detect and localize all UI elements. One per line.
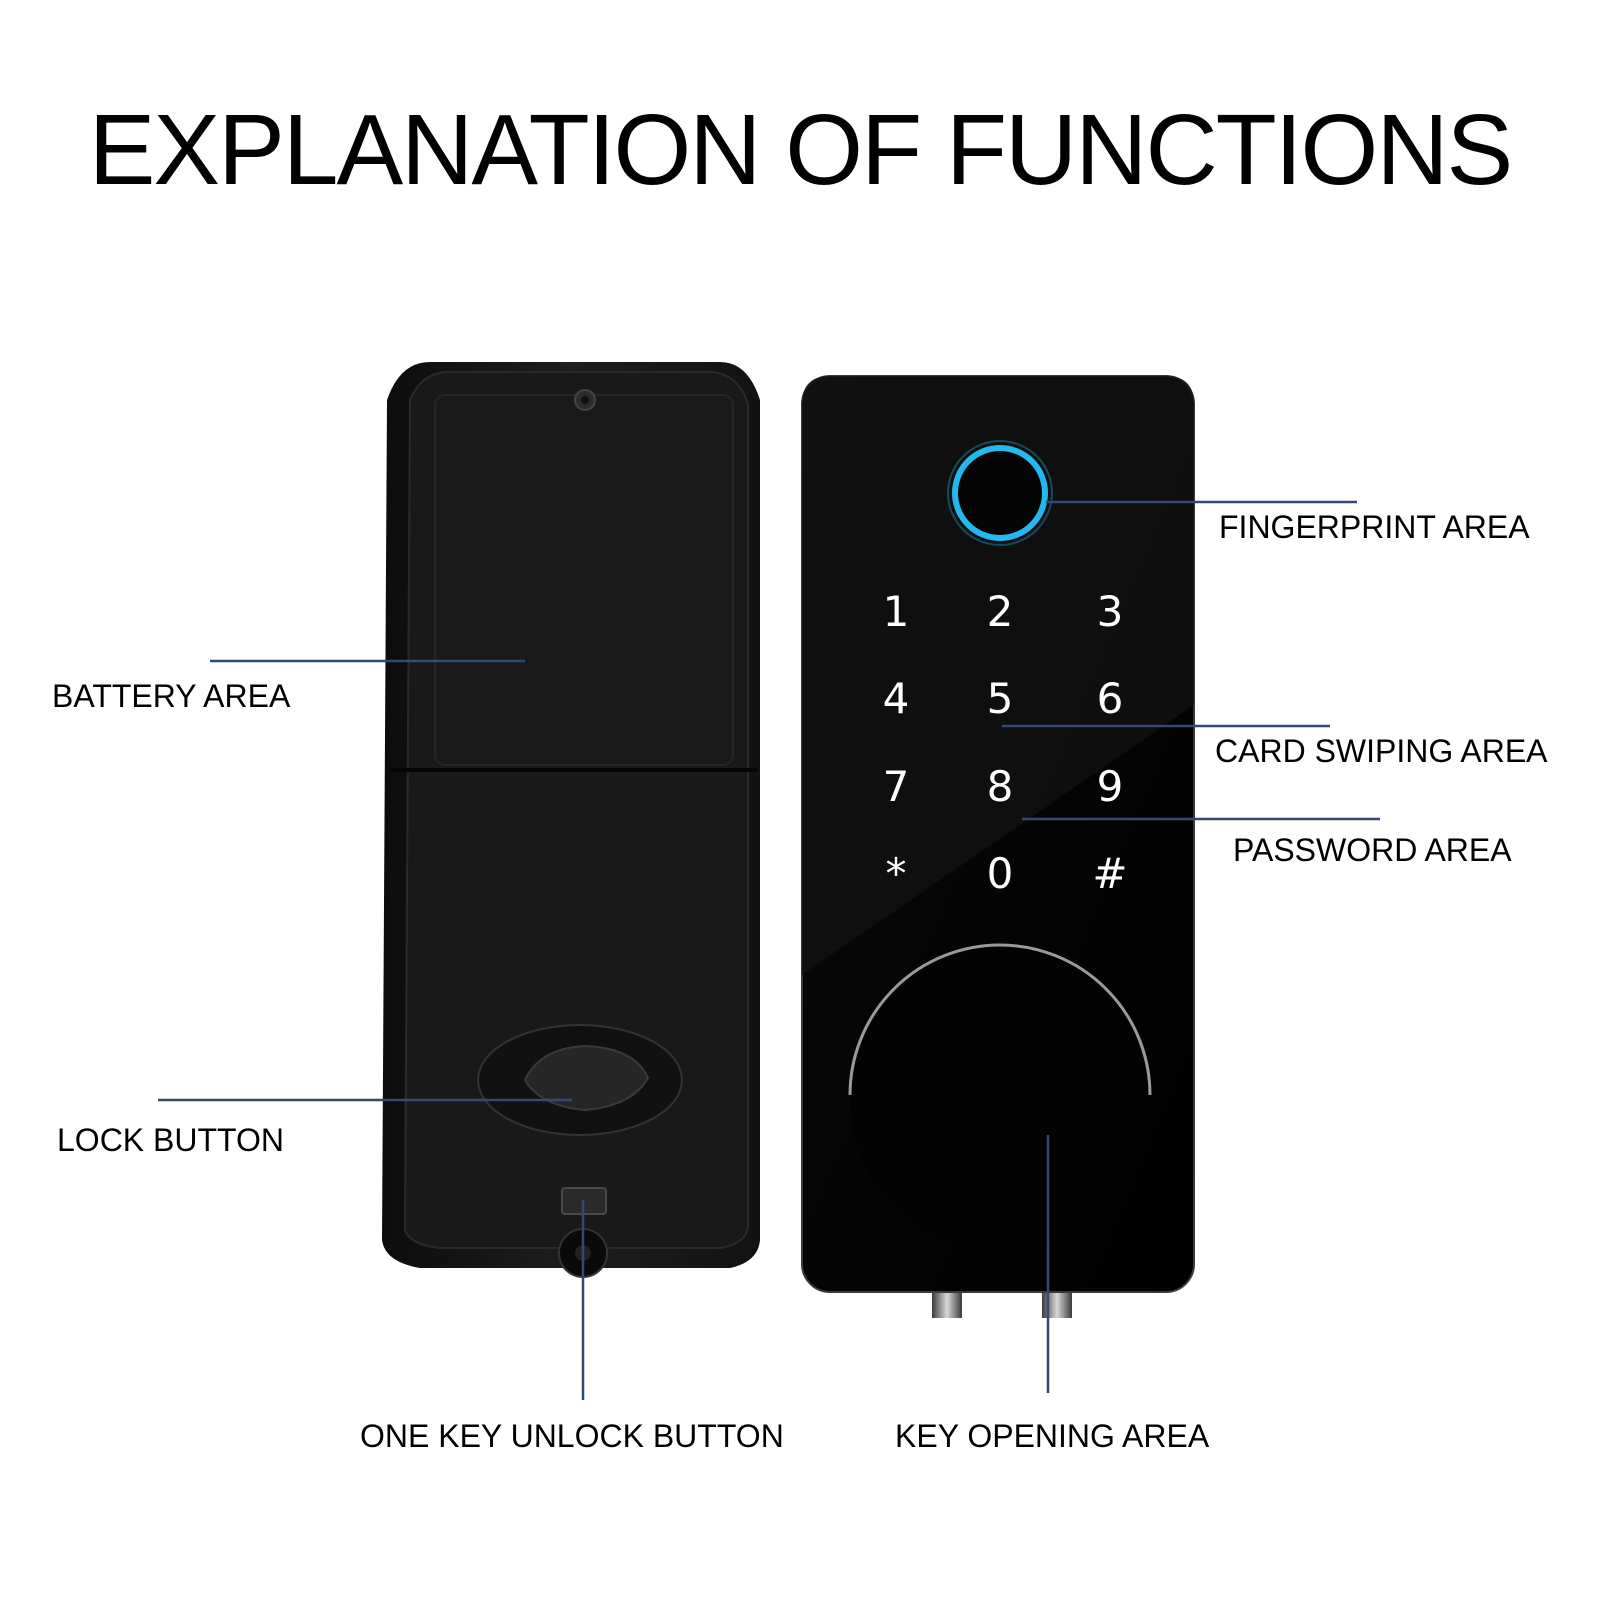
screw-icon [574, 389, 596, 411]
keypad-key[interactable]: 1 [883, 587, 910, 636]
label-lock-button: LOCK BUTTON [57, 1122, 284, 1158]
page-title: EXPLANATION OF FUNCTIONS [88, 94, 1514, 206]
knob[interactable] [848, 943, 1152, 1250]
keypad-key[interactable]: 2 [987, 587, 1014, 636]
label-key-opening-area: KEY OPENING AREA [895, 1418, 1210, 1454]
keypad-key[interactable]: 6 [1097, 674, 1124, 723]
keypad-key[interactable]: 3 [1097, 587, 1124, 636]
keypad-key[interactable]: 9 [1097, 762, 1124, 811]
keypad-key[interactable]: 0 [987, 849, 1014, 898]
keypad-key[interactable]: # [1092, 849, 1127, 898]
label-battery-area: BATTERY AREA [52, 678, 291, 714]
label-fingerprint-area: FINGERPRINT AREA [1219, 509, 1530, 545]
fingerprint-ring-icon[interactable] [947, 440, 1053, 546]
thumbturn-icon[interactable] [477, 1024, 683, 1136]
keypad-key[interactable]: * [886, 849, 907, 898]
exterior-unit: 1 2 3 4 5 6 7 8 9 * 0 # [801, 375, 1195, 1318]
interior-unit [382, 362, 760, 1278]
leader-lines [158, 500, 1380, 1400]
keypad-key[interactable]: 8 [987, 762, 1014, 811]
keypad-key[interactable]: 5 [987, 674, 1014, 723]
label-password-area: PASSWORD AREA [1233, 832, 1512, 868]
keypad-key[interactable]: 4 [883, 674, 910, 723]
label-card-swiping-area: CARD SWIPING AREA [1215, 733, 1548, 769]
keypad[interactable]: 1 2 3 4 5 6 7 8 9 * 0 # [883, 587, 1128, 898]
keypad-key[interactable]: 7 [883, 762, 910, 811]
battery-cover [434, 394, 734, 766]
bolt-pin-left [932, 1290, 962, 1318]
bolt-pin-right [1042, 1290, 1072, 1318]
label-one-key-unlock-button: ONE KEY UNLOCK BUTTON [360, 1418, 784, 1454]
